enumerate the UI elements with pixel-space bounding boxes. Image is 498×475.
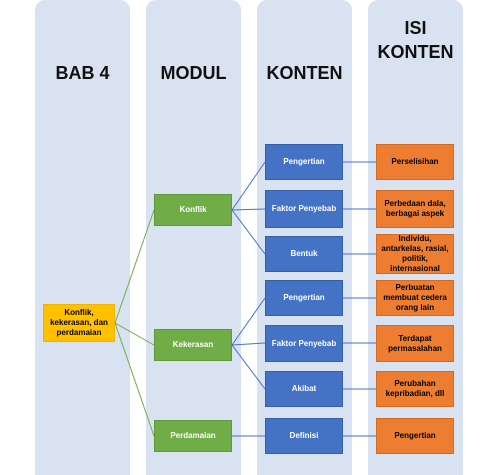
column-bab: BAB 4	[35, 0, 130, 475]
connector-root-konflik	[114, 209, 155, 324]
module-kekerasan: Kekerasan	[154, 329, 232, 361]
column-title-isi-line1: ISI	[404, 18, 427, 38]
connector-kekerasan-faktor	[231, 342, 266, 346]
connector-kekerasan-akibat	[231, 344, 266, 390]
module-konflik: Konflik	[154, 194, 232, 226]
column-title-modul: MODUL	[160, 63, 227, 83]
isi-perselisihan: Perselisihan	[376, 144, 454, 180]
isi-perubahan-kepribadian: Perubahan kepribadian, dll	[376, 371, 454, 407]
isi-pengertian: Pengertian	[376, 418, 454, 454]
content-konflik-pengertian: Pengertian	[265, 144, 343, 180]
isi-terdapat-permasalahan: Terdapat permasalahan	[376, 325, 454, 362]
column-title-bab: BAB 4	[55, 63, 110, 83]
connector-konflik-faktor	[231, 208, 266, 211]
connector-root-perdamaian	[114, 322, 155, 437]
root-node: Konflik, kekerasan, dan perdamaian	[43, 304, 115, 342]
content-kekerasan-faktor-penyebab: Faktor Penyebab	[265, 325, 343, 362]
module-perdamaian: Perdamaian	[154, 420, 232, 452]
isi-perbuatan-cedera: Perbuatan membuat cedera orang lain	[376, 280, 454, 316]
column-title-isi-line2: KONTEN	[377, 42, 454, 62]
content-konflik-faktor-penyebab: Faktor Penyebab	[265, 190, 343, 228]
connector-kekerasan-pengertian	[231, 297, 266, 346]
isi-bentuk-konflik: Individu, antarkelas, rasial, politik, i…	[376, 234, 454, 274]
isi-perbedaan-aspek: Perbedaan dala, berbagai aspek	[376, 190, 454, 228]
content-kekerasan-akibat: Akibat	[265, 371, 343, 407]
connector-root-kekerasan	[114, 322, 155, 346]
connector-konflik-bentuk	[231, 209, 266, 255]
content-kekerasan-pengertian: Pengertian	[265, 280, 343, 316]
column-title-konten: KONTEN	[266, 63, 343, 83]
connector-konflik-pengertian	[231, 161, 266, 211]
content-konflik-bentuk: Bentuk	[265, 236, 343, 272]
column-modul: MODUL	[146, 0, 241, 475]
content-perdamaian-definisi: Definisi	[265, 418, 343, 454]
